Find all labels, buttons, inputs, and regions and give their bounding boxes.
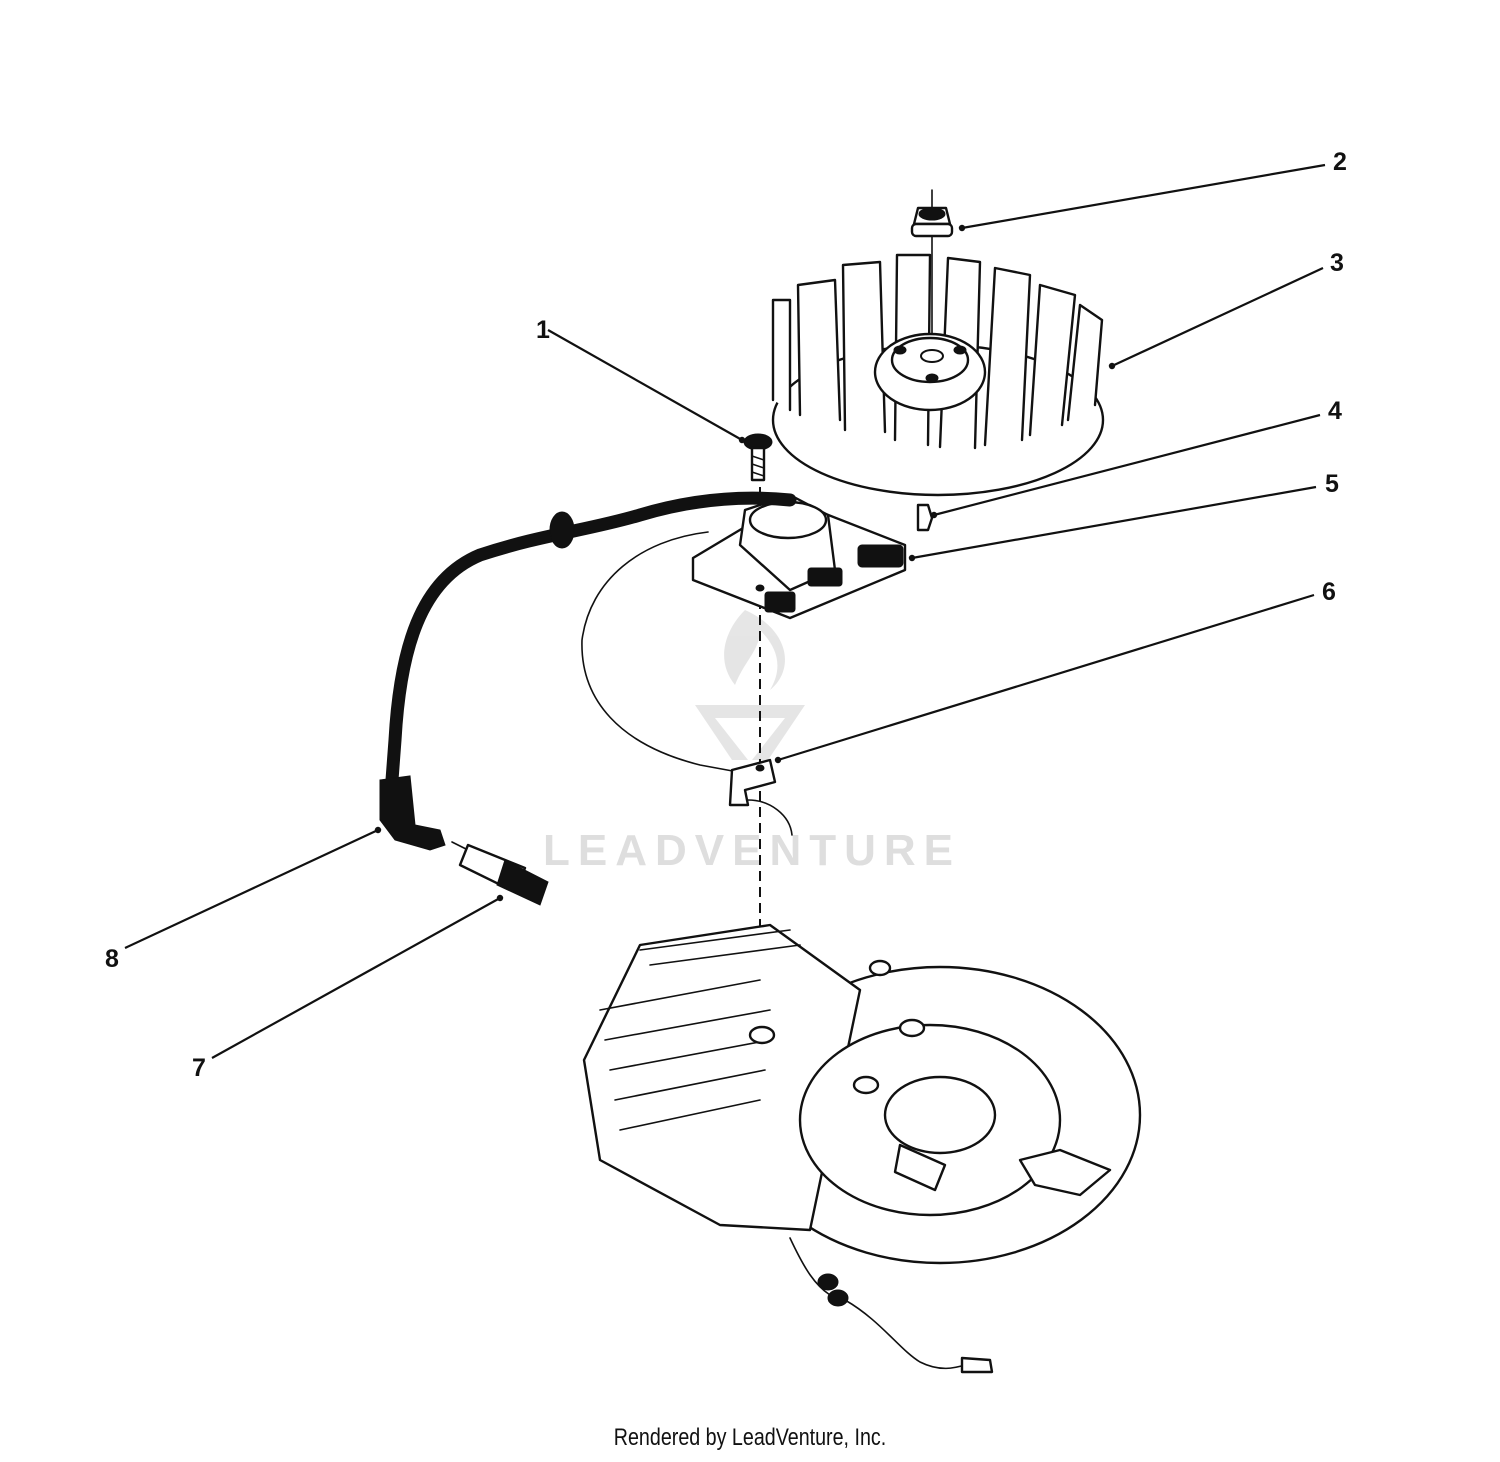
- callout-6: 6: [1322, 578, 1336, 606]
- engine-block: [582, 923, 1142, 1296]
- leader-3: [1111, 267, 1324, 367]
- callout-2: 2: [1333, 148, 1347, 176]
- leader-1: [547, 329, 743, 441]
- leader-8: [124, 829, 379, 949]
- callout-7: 7: [192, 1054, 206, 1082]
- part-4-key: [916, 503, 934, 532]
- part-3-flywheel: [771, 253, 1105, 497]
- callout-1: 1: [536, 316, 550, 344]
- leader-5: [911, 485, 1317, 560]
- watermark-logo: [695, 610, 805, 760]
- watermark-text: LEADVENTURE: [543, 826, 961, 875]
- leader-6: [777, 593, 1315, 762]
- leader-7: [211, 897, 501, 1059]
- part-6-ground-clip: [728, 758, 793, 836]
- callout-3: 3: [1330, 249, 1344, 277]
- ground-wire: [581, 531, 739, 773]
- callout-4: 4: [1328, 397, 1342, 425]
- callout-5: 5: [1325, 470, 1339, 498]
- part-5-ignition-module: [691, 493, 907, 620]
- part-2-nut: [910, 206, 954, 238]
- part-8-spark-plug-wire: [379, 491, 797, 851]
- kill-wire: [817, 1273, 994, 1374]
- footer-credit: Rendered by LeadVenture, Inc.: [613, 1424, 887, 1451]
- leader-4: [933, 413, 1321, 517]
- callout-8: 8: [105, 945, 119, 973]
- part-7-spark-plug: [451, 841, 549, 906]
- part-1-screw: [743, 433, 773, 482]
- leader-2: [961, 163, 1326, 230]
